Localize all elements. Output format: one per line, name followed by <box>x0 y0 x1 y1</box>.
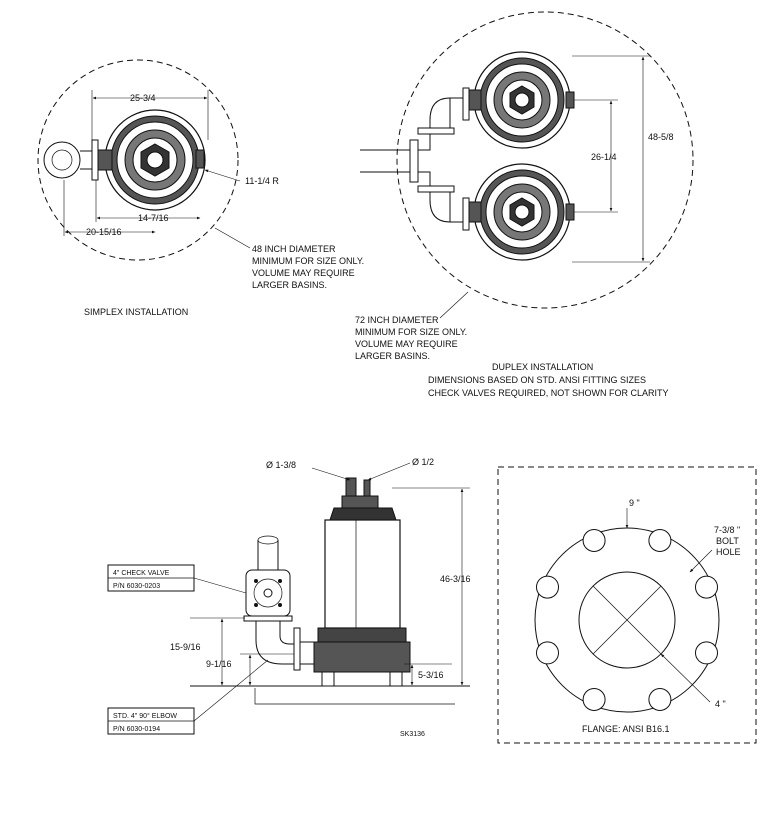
simplex-dim-width: 25-3/4 <box>130 93 156 103</box>
duplex-pump-upper <box>468 51 575 149</box>
svg-text:STD. 4" 90° ELBOW: STD. 4" 90° ELBOW <box>113 712 177 720</box>
duplex-dim-overall: 48-5/8 <box>648 132 674 142</box>
flange-detail: 9 " 7-3/8 " BOLT HOLE 4 " FLANGE: ANSI B… <box>497 466 757 744</box>
simplex-dim-offset: 14-7/16 <box>138 213 169 223</box>
simplex-title: SIMPLEX INSTALLATION <box>84 307 188 317</box>
elbow-callout: STD. 4" 90° ELBOW P/N 6030-0194 <box>107 659 269 735</box>
elev-dim-inlet: 15-9/16 <box>170 642 201 652</box>
check-valve-callout: 4" CHECK VALVE P/N 6030-0203 <box>107 564 247 594</box>
elev-dim-base: 5-3/16 <box>418 670 444 680</box>
duplex-title: DUPLEX INSTALLATION DIMENSIONS BASED ON … <box>428 362 669 398</box>
flange-detail-frame <box>497 466 757 744</box>
bolt-hole <box>582 688 606 711</box>
bolt-hole <box>695 575 718 599</box>
bolt-hole <box>582 529 606 552</box>
elev-dia-vent: Ø 1/2 <box>412 457 434 467</box>
sheet-id: SK3136 <box>400 731 425 738</box>
svg-text:P/N 6030-0194: P/N 6030-0194 <box>113 726 160 733</box>
simplex-pump <box>97 109 206 211</box>
svg-text:P/N 6030-0203: P/N 6030-0203 <box>113 583 160 590</box>
elevation-view: 46-3/16 15-9/16 9-1/16 5-3/16 Ø 1-3/8 Ø … <box>107 457 471 738</box>
bolt-hole-notches <box>536 529 718 711</box>
simplex-basin-circle <box>37 59 239 261</box>
elev-dim-outlet: 9-1/16 <box>206 659 232 669</box>
flange-dim-od: 9 " <box>629 498 640 508</box>
bolt-hole <box>648 529 672 552</box>
svg-text:4" CHECK VALVE: 4" CHECK VALVE <box>113 570 170 577</box>
simplex-dim-total: 20-15/16 <box>86 227 122 237</box>
duplex-basin-note: 72 INCH DIAMETER MINIMUM FOR SIZE ONLY. … <box>355 315 470 361</box>
motor-housing <box>324 519 401 629</box>
bolt-hole <box>536 641 559 665</box>
duplex-pump-lower <box>468 163 575 261</box>
elev-dim-height: 46-3/16 <box>440 574 471 584</box>
flange-dim-bolt: 7-3/8 " BOLT HOLE <box>714 525 743 557</box>
flange-dim-id: 4 " <box>715 699 726 709</box>
bolt-hole <box>536 575 559 599</box>
simplex-discharge-pipe <box>43 141 81 179</box>
bolt-hole <box>648 688 672 711</box>
simplex-plan: 25-3/4 11-1/4 R 14-7/16 20-15/16 48 INCH… <box>37 59 367 317</box>
flange-caption: FLANGE: ANSI B16.1 <box>582 724 670 734</box>
duplex-plan: 48-5/8 26-1/4 72 INCH DIAMETER MINIMUM F… <box>355 11 694 398</box>
simplex-basin-note: 48 INCH DIAMETER MINIMUM FOR SIZE ONLY. … <box>252 244 367 290</box>
bolt-hole <box>695 641 718 665</box>
duplex-basin-circle <box>396 11 694 309</box>
elev-dia-cable: Ø 1-3/8 <box>266 460 296 470</box>
simplex-dim-radius: 11-1/4 R <box>245 176 279 186</box>
simplex-flange <box>91 139 99 181</box>
duplex-dim-center: 26-1/4 <box>591 152 617 162</box>
